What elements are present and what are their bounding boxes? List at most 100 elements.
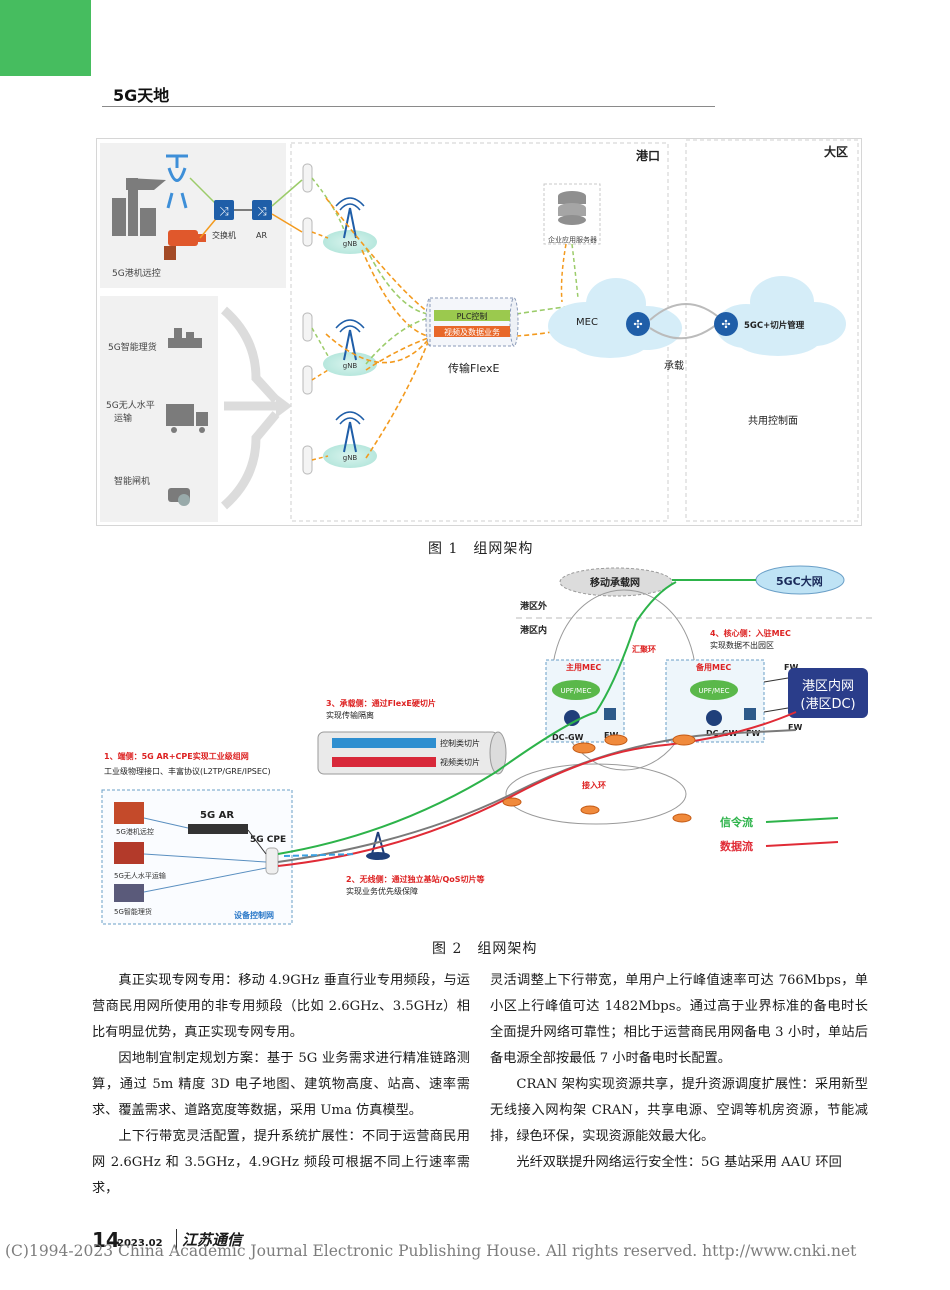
svg-text:UPF/MEC: UPF/MEC: [560, 687, 591, 695]
terminal-side-sub: 工业级物理接口、丰富协议(L2TP/GRE/IPSEC): [104, 766, 271, 776]
main-fw-icon: [604, 708, 616, 720]
backup-fw-label: FW: [746, 729, 760, 738]
server-icon: [543, 183, 601, 245]
copyright-watermark: (C)1994-2023 China Academic Journal Elec…: [5, 1242, 857, 1260]
header-rule: [102, 106, 715, 107]
main-upf-icon: [552, 680, 600, 700]
base-station-icon: [366, 831, 390, 860]
svg-text:gNB: gNB: [343, 240, 358, 248]
backup-mec-label: 备用MEC: [695, 662, 731, 672]
flexe-label: 传输FlexE: [448, 361, 499, 375]
backup-upf-icon: [690, 680, 738, 700]
video-slice-label: 视频类切片: [440, 757, 480, 767]
control-slice-label: 控制类切片: [440, 738, 480, 748]
page-number: 14: [92, 1228, 120, 1252]
bearer-label: 承载: [664, 360, 684, 372]
gnb-icon-3: gNB: [323, 411, 377, 468]
main-mec-label: 主用MEC: [566, 662, 601, 672]
unmanned-label-1: 5G无人水平: [106, 399, 155, 411]
unmanned-label-2: 运输: [114, 412, 132, 424]
figure-1-caption: 图 1 组网架构: [428, 541, 534, 557]
legend-data-label: 数据流: [720, 839, 753, 853]
flexe-pipe: PLC控制 视频及数据业务: [425, 297, 519, 347]
paragraph: 真正实现专网专用：移动 4.9GHz 垂直行业专用频段，与运营商民用网所使用的非…: [92, 973, 470, 1040]
access-ring-label: 接入环: [582, 780, 606, 790]
svg-text:gNB: gNB: [343, 362, 358, 370]
unmanned-label: 5G无人水平运输: [114, 871, 166, 880]
truck-icon: [166, 404, 208, 433]
figure-1-diagram: 港口 大区 5G港机远控 ⤨ ⤨ 交换机 AR: [96, 138, 862, 526]
mec-router-icon: [626, 312, 650, 336]
main-dcgw-icon: [564, 710, 580, 726]
svg-text:UPF/MEC: UPF/MEC: [698, 687, 729, 695]
smart-cargo-label: 5G智能理货: [108, 341, 157, 353]
outside-port-label: 港区外: [520, 600, 547, 612]
ar-label: AR: [256, 231, 267, 240]
ar-device-icon: [188, 824, 248, 834]
region-area-label: 大区: [824, 144, 848, 159]
cpe-icon: [302, 163, 313, 475]
crane-thumb: [114, 802, 144, 824]
crane-icon: [112, 178, 166, 236]
plc-label: PLC控制: [457, 311, 488, 321]
port-dc-line1: 港区内网: [802, 678, 854, 694]
core-side-sub: 实现数据不出园区: [710, 640, 774, 650]
shared-control-label: 共用控制面: [748, 414, 798, 427]
footer-divider: [176, 1229, 177, 1251]
terminal-side-title: 1、端侧：5G AR+CPE实现工业级组网: [104, 751, 249, 761]
ar-icon: ⤨: [252, 200, 272, 220]
figure-2-diagram: 移动承载网 5GC大网 港区外 港区内 汇聚环 4、核心侧：入驻MEC 实现数据…: [101, 565, 876, 925]
switch-icon: ⤨: [214, 200, 234, 220]
paragraph: 光纤双联提升网络运行安全性：5G 基站采用 AAU 环回: [516, 1155, 842, 1170]
aggregation-ring-label: 汇聚环: [632, 644, 656, 654]
svg-text:⤨: ⤨: [219, 204, 229, 218]
legend-data-line: [765, 841, 839, 847]
cargo-thumb: [114, 884, 144, 902]
ship-icon: [168, 328, 202, 348]
mec-label: MEC: [576, 317, 598, 328]
section-color-block: [0, 0, 91, 76]
mobile-bearer-label: 移动承载网: [590, 576, 640, 589]
switch-label: 交换机: [212, 230, 236, 240]
truck-thumb: [114, 842, 144, 864]
flow-arrows: [220, 306, 280, 510]
region-port-label: 港口: [636, 148, 660, 163]
slice-pipe: [317, 731, 507, 775]
cargo-label: 5G智能理货: [114, 907, 152, 916]
device-network-label: 设备控制网: [234, 910, 274, 920]
wireless-side-sub: 实现业务优先级保障: [346, 886, 418, 896]
smart-gate-label: 智能闸机: [114, 475, 150, 487]
bearer-side-sub: 实现传输隔离: [326, 710, 374, 720]
bearer-side-title: 3、承载侧：通过FlexE硬切片: [326, 698, 436, 708]
gnb-icon-1: gNB: [323, 197, 377, 254]
gate-icon: [168, 488, 190, 506]
svg-text:✣: ✣: [721, 318, 730, 331]
mobile-bearer-cloud-icon: [559, 567, 673, 597]
server-label: 企业应用服务器: [548, 235, 597, 244]
svg-text:✣: ✣: [633, 318, 642, 331]
gripper-icon: [166, 154, 188, 209]
paragraph-continued: 灵活调整上下行带宽，单用户上行峰值速率可达 766Mbps，单小区上行峰值可达 …: [490, 973, 868, 1066]
body-right-column: 灵活调整上下行带宽，单用户上行峰值速率可达 766Mbps，单小区上行峰值可达 …: [490, 968, 868, 1176]
ring-nodes: [502, 734, 696, 823]
area-region-box: [685, 139, 859, 522]
camera-icon: [164, 230, 206, 260]
remote-crane-label: 5G港机远控: [112, 267, 161, 279]
core-network-label: 5GC大网: [776, 574, 823, 588]
backup-dcgw-icon: [706, 710, 722, 726]
svg-text:FW: FW: [784, 663, 798, 672]
section-title: 5G天地: [113, 86, 170, 105]
paragraph: 上下行带宽灵活配置，提升系统扩展性：不同于运营商民用网 2.6GHz 和 3.5…: [92, 1129, 470, 1196]
cpe-device-label: 5G CPE: [250, 835, 286, 845]
legend-signal-label: 信令流: [720, 815, 753, 829]
core-side-title: 4、核心侧：入驻MEC: [710, 628, 791, 638]
inside-port-label: 港区内: [520, 624, 547, 636]
port-dc-line2: (港区DC): [800, 697, 855, 712]
terminal-panel: [100, 296, 218, 522]
svg-text:⤨: ⤨: [257, 204, 267, 218]
svg-text:FW: FW: [788, 723, 802, 732]
core-label: 5GC+切片管理: [744, 320, 805, 331]
main-dcgw-label: DC-GW: [552, 733, 584, 742]
wireless-side-title: 2、无线侧：通过独立基站/QoS切片等: [346, 874, 485, 884]
ar-device-label: 5G AR: [200, 810, 234, 821]
